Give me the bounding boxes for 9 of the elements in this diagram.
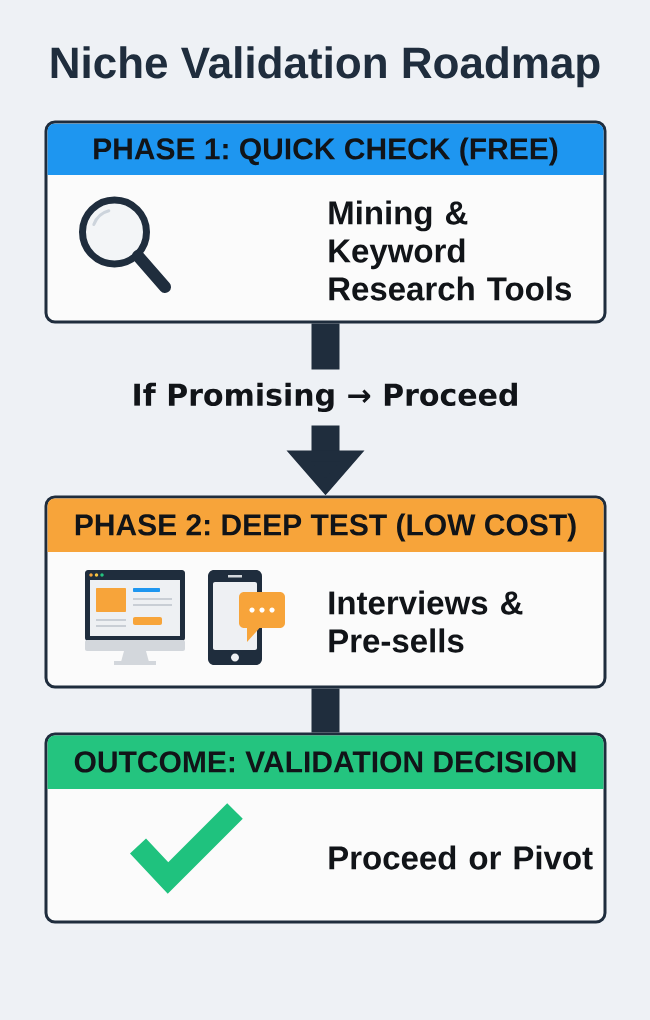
connector-line [311, 688, 340, 733]
description-text: Mining & Keyword Research Tools [329, 200, 571, 301]
description-text: Interviews & Pre-sells [329, 590, 523, 653]
phase-header: PHASE 1: QUICK CHECK (FREE) [47, 123, 604, 175]
description-text: Proceed or Pivot [329, 845, 593, 870]
phase-header: OUTCOME: VALIDATION DECISION [47, 735, 604, 789]
title: Niche Validation Roadmap [51, 46, 600, 88]
edge-label: If Promising → Proceed [125, 369, 526, 426]
phase-header: PHASE 2: DEEP TEST (LOW COST) [47, 498, 604, 552]
